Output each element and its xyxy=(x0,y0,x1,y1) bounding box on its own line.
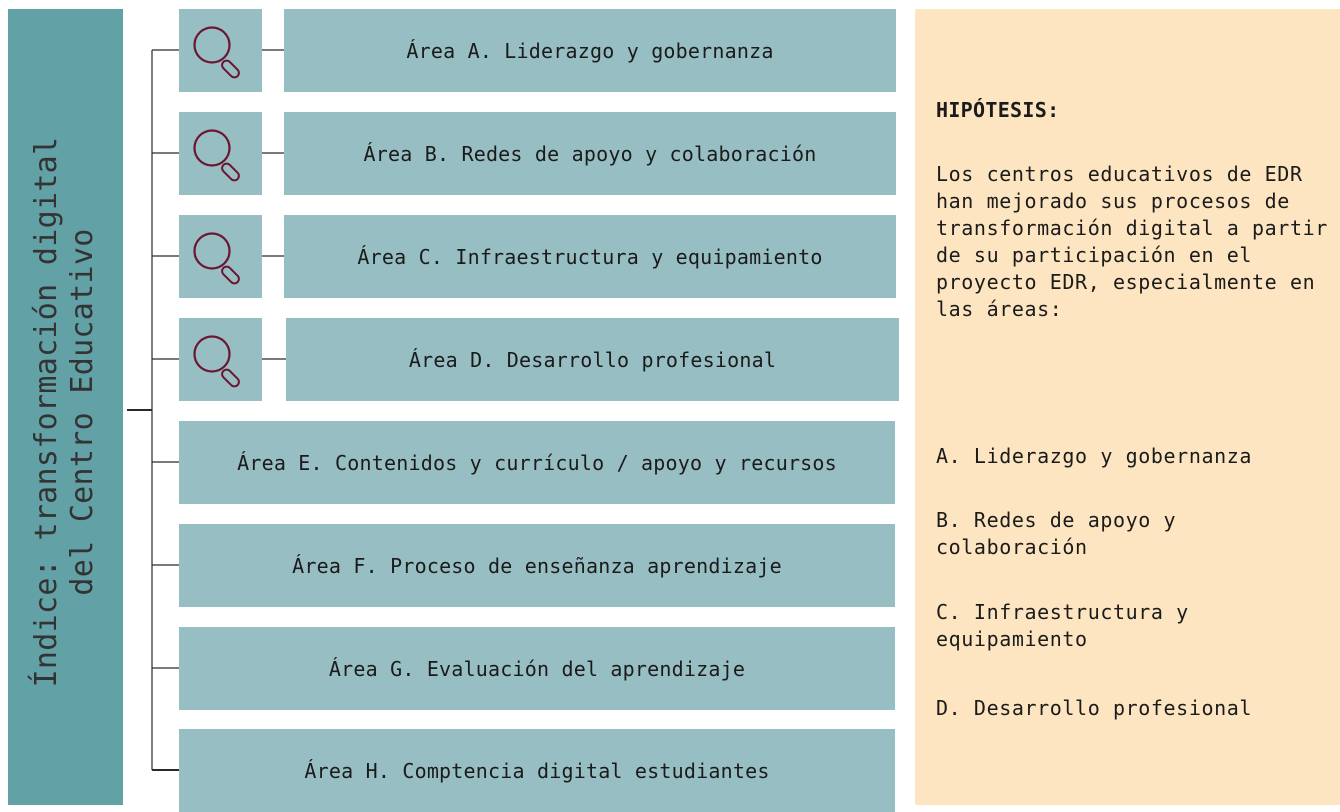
area-box-d: Área D. Desarrollo profesional xyxy=(286,318,899,401)
hypothesis-item-d: D. Desarrollo profesional xyxy=(936,696,1253,720)
area-box-g: Área G. Evaluación del aprendizaje xyxy=(179,627,895,710)
area-box-a: Área A. Liderazgo y gobernanza xyxy=(284,9,896,92)
magnifier-icon xyxy=(179,9,262,92)
area-box-h: Área H. Comptencia digital estudiantes xyxy=(179,729,895,812)
area-box-e: Área E. Contenidos y currículo / apoyo y… xyxy=(179,421,895,504)
index-bar xyxy=(8,9,123,805)
area-label: Área D. Desarrollo profesional xyxy=(408,347,777,372)
hypothesis-title: HIPÓTESIS: xyxy=(936,98,1060,122)
hypothesis-body: Los centros educativos de EDR han mejora… xyxy=(936,162,1328,321)
area-label: Área C. Infraestructura y equipamiento xyxy=(357,244,823,269)
area-label: Área E. Contenidos y currículo / apoyo y… xyxy=(237,450,837,475)
hypothesis-item-a: A. Liderazgo y gobernanza xyxy=(936,444,1253,468)
area-box-c: Área C. Infraestructura y equipamiento xyxy=(284,215,896,298)
area-box-b: Área B. Redes de apoyo y colaboración xyxy=(284,112,896,195)
magnifier-icon xyxy=(179,112,262,195)
area-label: Área F. Proceso de enseñanza aprendizaje xyxy=(292,553,782,578)
hypothesis-item-b: B. Redes de apoyo y colaboración xyxy=(936,508,1189,559)
hypothesis-item-c: C. Infraestructura y equipamiento xyxy=(936,600,1202,651)
area-box-f: Área F. Proceso de enseñanza aprendizaje xyxy=(179,524,895,607)
magnifier-icon xyxy=(179,318,262,401)
hypothesis-panel xyxy=(915,9,1340,805)
area-label: Área H. Comptencia digital estudiantes xyxy=(304,758,770,783)
magnifier-icon xyxy=(179,215,262,298)
area-label: Área G. Evaluación del aprendizaje xyxy=(328,656,746,681)
area-label: Área B. Redes de apoyo y colaboración xyxy=(363,141,817,166)
area-label: Área A. Liderazgo y gobernanza xyxy=(406,38,774,63)
